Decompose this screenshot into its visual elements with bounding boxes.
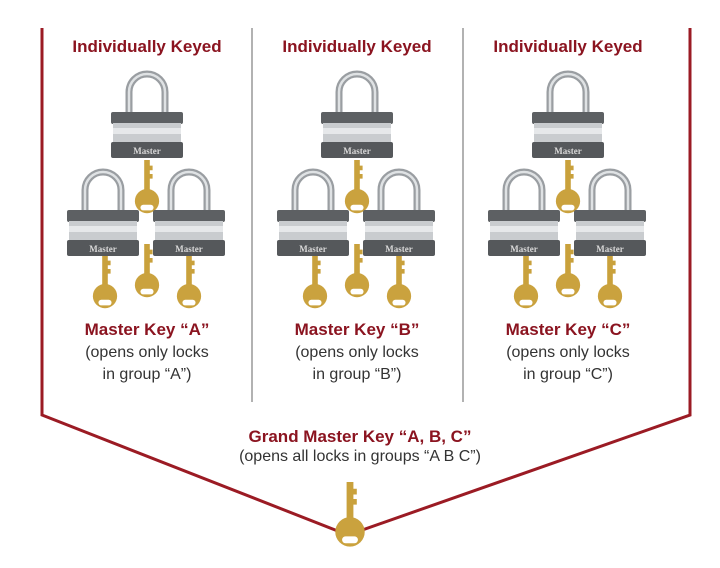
master-key-label: Master Key “C” [505, 320, 631, 339]
key-icon [92, 255, 118, 309]
padlock-icon [67, 172, 139, 256]
key-icon [176, 255, 202, 309]
key-icon [386, 255, 412, 309]
padlock-icon [574, 172, 646, 256]
padlock-icon [277, 172, 349, 256]
grand-master-key-icon [335, 482, 365, 547]
key-icon [134, 160, 160, 214]
master-key-label: Master Key “A” [84, 320, 210, 339]
padlock-icon [532, 74, 604, 158]
column-title: Individually Keyed [493, 37, 643, 56]
description-line: in group “B”) [312, 366, 402, 383]
padlock-icon [321, 74, 393, 158]
key-icon [597, 255, 623, 309]
description-line: (opens only locks [295, 344, 419, 361]
master-key-description: (opens only locks in group “C”) [463, 342, 673, 386]
master-key-description: (opens only locks in group “B”) [252, 342, 462, 386]
padlock-icon [111, 74, 183, 158]
master-key-label: Master Key “B” [294, 320, 420, 339]
grand-master-subtitle: (opens all locks in groups “A B C”) [239, 448, 481, 465]
grand-master-section: Grand Master Key “A, B, C” (opens all lo… [0, 427, 720, 466]
key-icon [513, 255, 539, 309]
master-key-description: (opens only locks in group “A”) [42, 342, 252, 386]
description-line: in group “C”) [523, 366, 613, 383]
padlock-icon [153, 172, 225, 256]
key-icon [555, 160, 581, 214]
grand-master-title: Grand Master Key “A, B, C” [248, 427, 472, 446]
padlock-icon [363, 172, 435, 256]
key-icon [302, 255, 328, 309]
key-icon [344, 160, 370, 214]
column-title: Individually Keyed [72, 37, 222, 56]
column-title: Individually Keyed [282, 37, 432, 56]
description-line: (opens only locks [506, 344, 630, 361]
description-line: (opens only locks [85, 344, 209, 361]
description-line: in group “A”) [102, 366, 192, 383]
padlock-icon [488, 172, 560, 256]
